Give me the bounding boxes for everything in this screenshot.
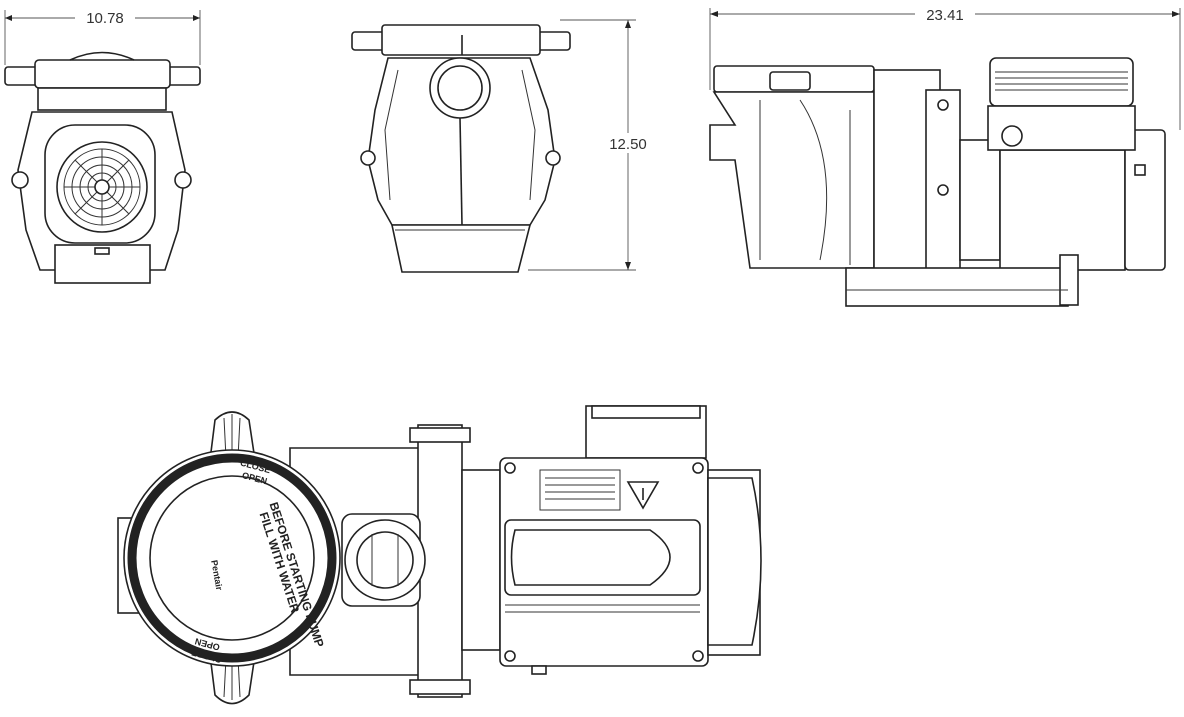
length-dimension-label: 23.41 [926,7,964,24]
long-side-view: 23.41 [709,4,1181,307]
drive-fins [995,71,1128,91]
label-lines [545,477,615,500]
top-view: Pentair CLOSE OPEN CLOSE OPEN BEFORE STA… [117,405,762,705]
front-view: 10.78 [4,8,201,284]
height-dimension-label: 12.50 [609,136,647,153]
side-view: 12.50 [351,19,660,273]
fan-guard-grid [63,148,141,226]
width-dimension-label: 10.78 [86,10,124,27]
